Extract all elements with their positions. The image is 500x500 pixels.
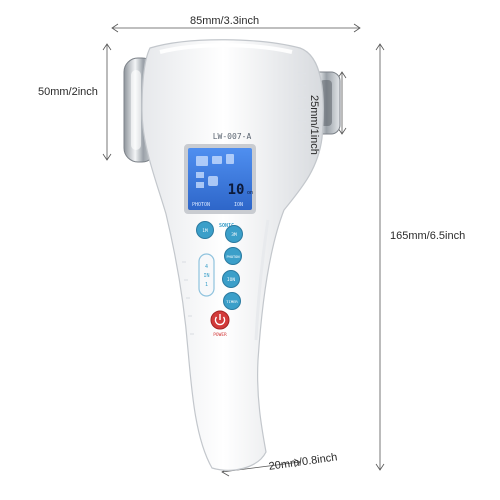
power-button[interactable]: [210, 310, 230, 330]
mode-4in1-label-1: 4: [205, 264, 208, 270]
button-photon[interactable]: PHOTON: [224, 247, 242, 265]
svg-text:1M: 1M: [202, 228, 208, 234]
mode-4in1-label-3: 1: [205, 282, 208, 288]
button-1m[interactable]: 1M: [196, 221, 214, 239]
button-3m[interactable]: 3M: [225, 225, 243, 243]
head-width-label: 25mm/1inch: [308, 95, 320, 155]
mode-4in1-indicator: 4 IN 1: [198, 253, 215, 297]
head-height-label: 50mm/2inch: [38, 86, 98, 98]
lcd-left-label: PHOTON: [192, 202, 210, 208]
lcd-unit: on: [247, 190, 253, 196]
lcd-reading: 10: [228, 182, 245, 198]
svg-text:3M: 3M: [231, 232, 237, 238]
svg-text:ION: ION: [227, 277, 235, 283]
power-label: POWER: [213, 332, 227, 338]
button-timer[interactable]: TIMER: [223, 292, 241, 310]
length-label: 165mm/6.5inch: [390, 230, 466, 242]
button-ion[interactable]: ION: [222, 270, 240, 288]
lcd-screen: 10 on PHOTON ION: [184, 144, 256, 214]
svg-text:PHOTON: PHOTON: [227, 255, 240, 259]
sonic-label: SONIC: [219, 223, 234, 229]
svg-text:TIMER: TIMER: [226, 299, 238, 304]
model-label: LW-007-A: [213, 132, 252, 141]
dimension-lines: [102, 23, 385, 477]
lcd-right-label: ION: [234, 202, 243, 208]
width-label: 85mm/3.3inch: [190, 15, 260, 27]
mode-4in1-label-2: IN: [203, 273, 209, 279]
